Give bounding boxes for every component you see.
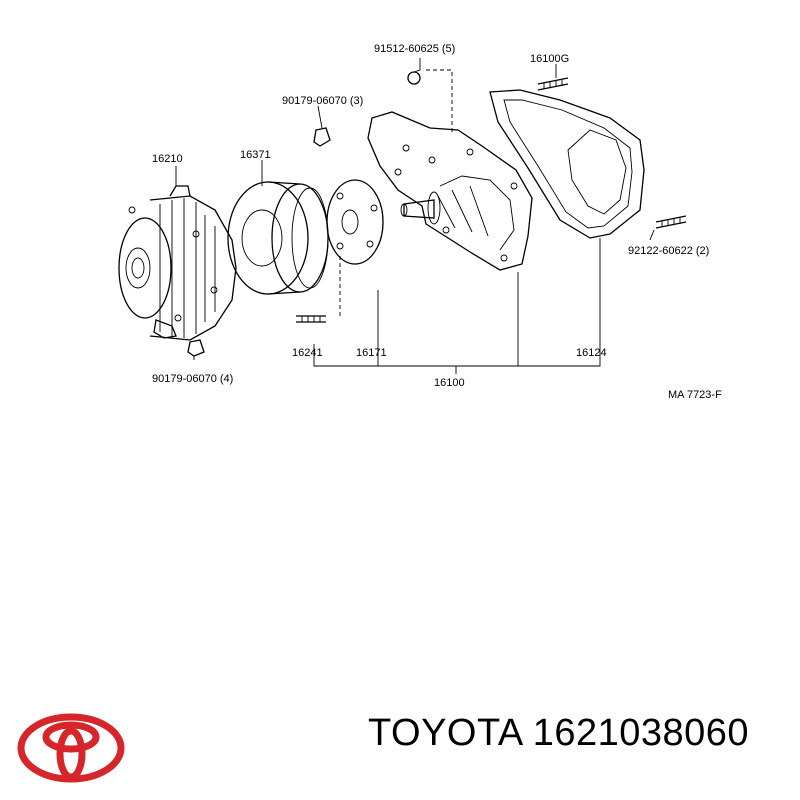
part-labels: 91512-60625 (5) 16100G 90179-06070 (3) 1…: [152, 43, 722, 401]
label-seat: 16171: [356, 347, 387, 359]
label-nut-upper: 90179-06070 (3): [282, 95, 363, 107]
label-diagram-code: MA 7723-F: [668, 389, 722, 401]
fan-clutch-drawing: [118, 185, 237, 341]
pulley-drawing: [227, 181, 329, 295]
seat-drawing: [326, 179, 384, 265]
label-bolt-top: 91512-60625 (5): [374, 43, 455, 55]
label-fan-clutch: 16210: [152, 153, 183, 165]
leader-lines: [175, 58, 655, 374]
hardware-drawing: [187, 71, 687, 357]
label-gasket-16100g: 16100G: [530, 53, 569, 65]
footer-title: TOYOTA 1621038060: [368, 712, 788, 755]
label-pump-gasket: 16124: [576, 347, 607, 359]
brand-name: TOYOTA: [368, 712, 522, 754]
label-pulley: 16371: [240, 149, 271, 161]
label-stud-right: 92122-60622 (2): [628, 245, 709, 257]
gasket-drawing: [489, 89, 645, 239]
label-pump-assembly: 16100: [434, 377, 465, 389]
label-nut-lower: 90179-06070 (4): [152, 373, 233, 385]
toyota-logo-icon: [17, 713, 125, 783]
part-number: 1621038060: [532, 712, 750, 754]
label-stud-lower: 16241: [292, 347, 323, 359]
water-pump-body-drawing: [367, 111, 533, 271]
water-pump-parts-diagram: 91512-60625 (5) 16100G 90179-06070 (3) 1…: [118, 43, 722, 401]
